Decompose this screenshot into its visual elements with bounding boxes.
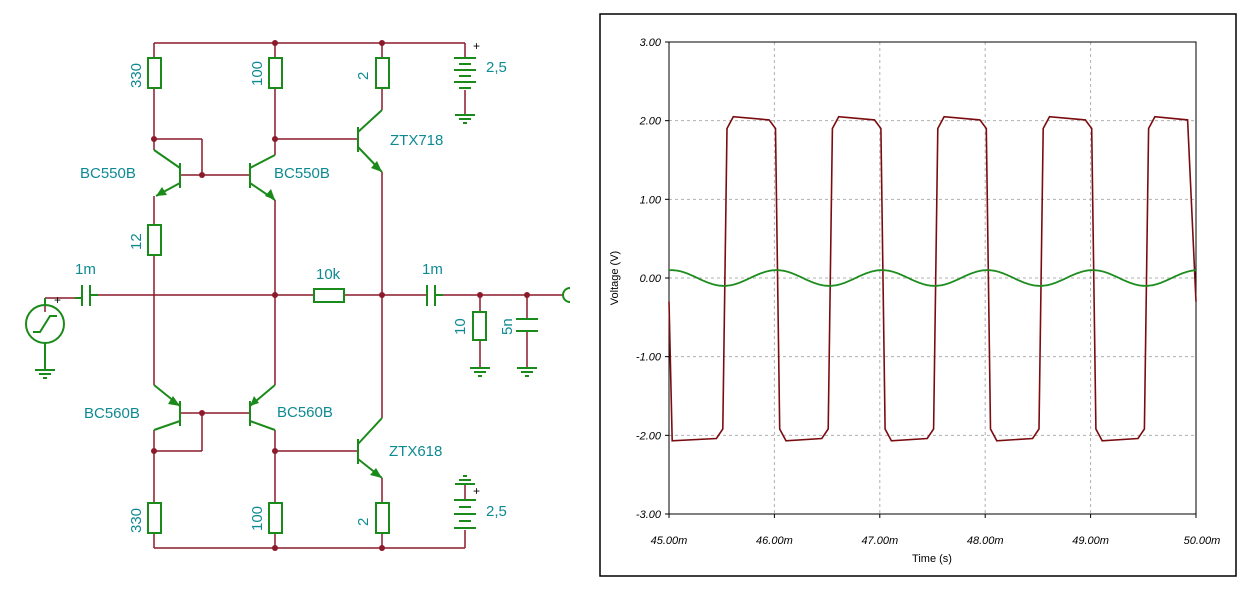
- x-tick-label: 50.00m: [1184, 535, 1221, 547]
- y-tick-label: 3.00: [640, 37, 662, 49]
- y-axis-title: Voltage (V): [609, 251, 621, 305]
- signal-source: [25, 298, 65, 370]
- y-tick-label: -2.00: [636, 430, 662, 442]
- label-r-load: 10: [452, 318, 469, 335]
- x-tick-label: 46.00m: [756, 535, 793, 547]
- label-battery-bottom: 2,5: [486, 503, 507, 520]
- series-sine-wave: [669, 269, 1197, 287]
- component-labels: 330 100 2 2,5 + BC550B BC550B ZTX718 12 …: [54, 39, 516, 533]
- label-r-12: 12: [128, 233, 145, 250]
- output-terminal: [562, 287, 571, 303]
- y-tick-label: -1.00: [636, 352, 662, 364]
- resistor-10: [472, 311, 487, 341]
- resistor-2-top: [375, 57, 390, 89]
- label-r-100-top: 100: [249, 61, 266, 86]
- y-tick-label: 1.00: [640, 194, 662, 206]
- resistor-2-bottom: [375, 502, 390, 534]
- label-q1: BC550B: [80, 165, 136, 182]
- x-tick-label: 45.00m: [651, 535, 688, 547]
- resistor-330-bottom: [147, 502, 162, 534]
- emitter-arrows: [156, 161, 382, 478]
- y-tick-label: -3.00: [636, 509, 662, 521]
- label-q4: BC560B: [84, 405, 140, 422]
- capacitor-input: [75, 285, 98, 306]
- x-tick-label: 48.00m: [967, 535, 1004, 547]
- label-r-feedback: 10k: [316, 266, 341, 283]
- ground-symbols: [35, 114, 537, 485]
- wires: [44, 42, 563, 549]
- label-r-330-bottom: 330: [128, 508, 145, 533]
- label-r-330-top: 330: [128, 63, 145, 88]
- label-c-out: 1m: [422, 261, 443, 278]
- resistor-10k: [313, 288, 345, 303]
- y-tick-label: 0.00: [640, 273, 662, 285]
- label-plus-source: +: [54, 293, 61, 307]
- x-tick-label: 49.00m: [1072, 535, 1109, 547]
- y-tick-labels: 3.00 2.00 1.00 0.00 -1.00 -2.00 -3.00: [636, 37, 669, 521]
- label-q5: BC560B: [277, 404, 333, 421]
- label-c-in: 1m: [75, 261, 96, 278]
- label-q3: ZTX718: [390, 132, 443, 149]
- label-q6: ZTX618: [389, 443, 442, 460]
- resistor-100-top: [268, 57, 283, 89]
- x-tick-labels: 45.00m 46.00m 47.00m 48.00m 49.00m 50.00m: [651, 514, 1221, 547]
- capacitor-output: [426, 285, 443, 306]
- label-q2: BC550B: [274, 165, 330, 182]
- plot-series: [668, 115, 1197, 442]
- capacitor-load: [516, 318, 538, 332]
- series-square-wave: [668, 115, 1197, 442]
- y-tick-label: 2.00: [639, 116, 662, 128]
- label-c-load: 5n: [499, 318, 516, 335]
- junctions: [151, 40, 530, 551]
- label-plus-top: +: [473, 39, 480, 53]
- resistor-12: [147, 224, 162, 256]
- battery-bottom: [454, 499, 476, 529]
- x-axis-title: Time (s): [912, 553, 952, 565]
- label-battery-top: 2,5: [486, 59, 507, 76]
- resistor-100-bottom: [268, 502, 283, 534]
- battery-top: [454, 57, 476, 89]
- x-tick-label: 47.00m: [861, 535, 898, 547]
- resistor-330-top: [147, 57, 162, 89]
- circuit-schematic: 330 100 2 2,5 + BC550B BC550B ZTX718 12 …: [25, 39, 571, 551]
- label-r-2-bottom: 2: [355, 518, 372, 526]
- label-r-100-bottom: 100: [249, 506, 266, 531]
- plot-frame: [599, 13, 1237, 577]
- label-r-2-top: 2: [355, 72, 372, 80]
- label-plus-bottom: +: [473, 484, 480, 498]
